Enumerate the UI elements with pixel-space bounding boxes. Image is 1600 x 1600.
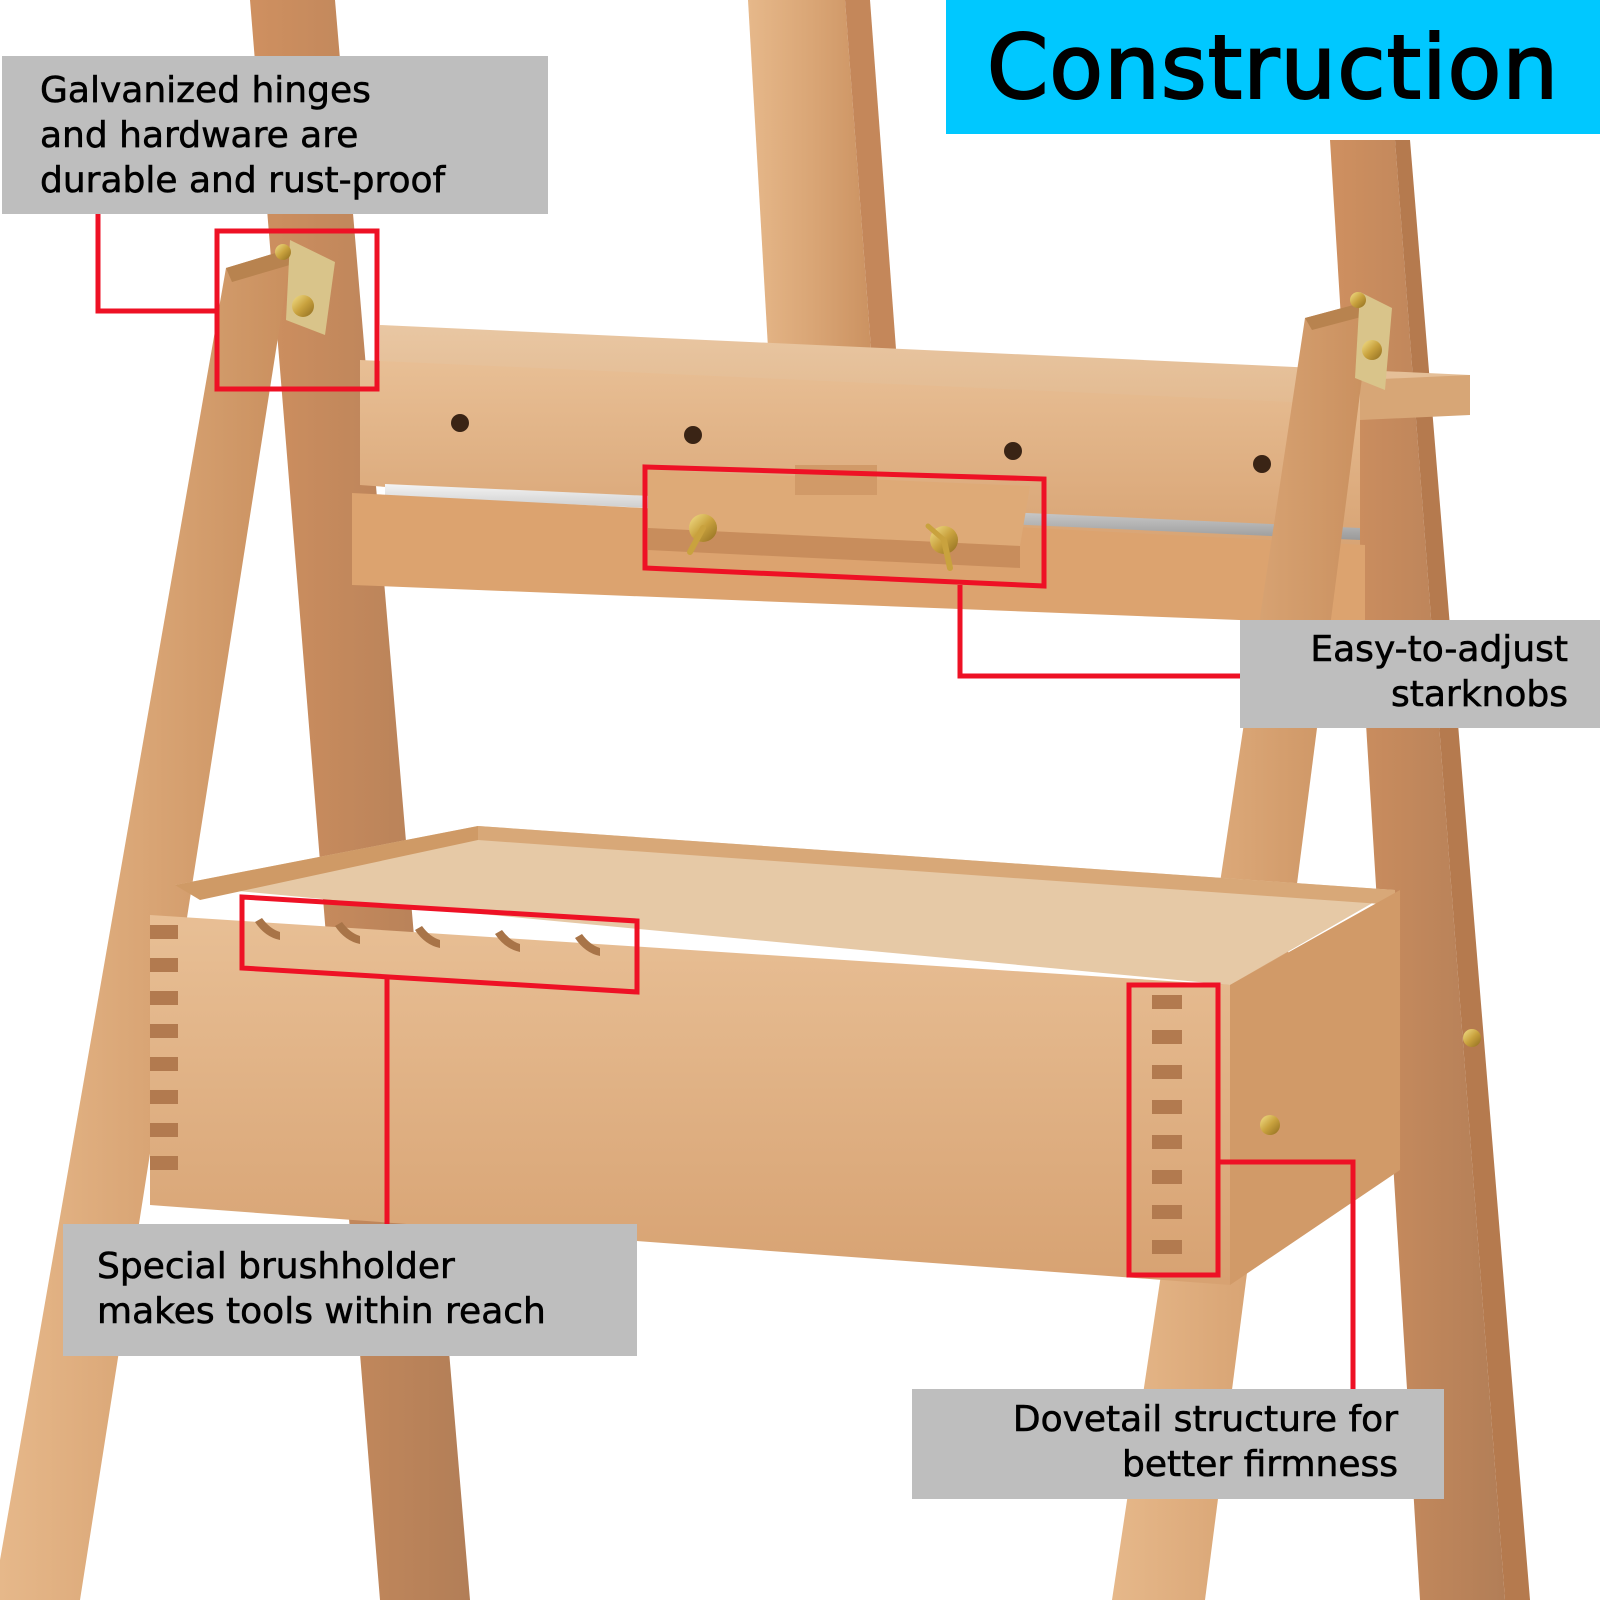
dovetail-right-joint xyxy=(1152,995,1182,1254)
starknob-left xyxy=(687,514,717,555)
callout-text: makes tools within reach xyxy=(97,1291,546,1333)
connector-hinge xyxy=(95,211,217,314)
starknob-right xyxy=(925,523,958,571)
callout-text: and hardware are xyxy=(40,115,359,157)
callout-text: Galvanized hinges xyxy=(40,70,371,112)
connector-dovetail xyxy=(1218,1159,1356,1390)
hinge-right xyxy=(1350,292,1392,390)
drawer-box xyxy=(150,826,1481,1285)
highlight-starknobs xyxy=(642,464,1047,589)
callout-dovetail: Dovetail structure for better firmness xyxy=(912,1389,1444,1499)
canvas-clamp xyxy=(648,465,1030,571)
callout-text: Easy-to-adjust xyxy=(1310,629,1568,671)
callout-starknobs: Easy-to-adjust starknobs xyxy=(1240,620,1600,728)
hinge-left xyxy=(275,240,335,335)
title-banner: Construction xyxy=(946,0,1600,134)
callout-text: starknobs xyxy=(1390,674,1569,716)
back-legs xyxy=(250,0,1530,1600)
connector-starknobs xyxy=(957,585,1240,679)
highlight-dovetail xyxy=(1126,982,1221,1278)
highlight-brushholder xyxy=(239,894,640,995)
page-title: Construction xyxy=(986,15,1560,120)
callout-hinges: Galvanized hinges and hardware are durab… xyxy=(2,56,548,214)
dovetail-left-joint xyxy=(150,925,178,1170)
highlight-overlays xyxy=(95,211,1356,1390)
callout-text: durable and rust-proof xyxy=(40,160,446,202)
callout-text: Dovetail structure for xyxy=(1012,1399,1399,1441)
callout-text: Special brushholder xyxy=(97,1246,455,1288)
callout-text: better firmness xyxy=(1121,1444,1399,1486)
callout-brushholder: Special brushholder makes tools within r… xyxy=(63,1224,637,1356)
